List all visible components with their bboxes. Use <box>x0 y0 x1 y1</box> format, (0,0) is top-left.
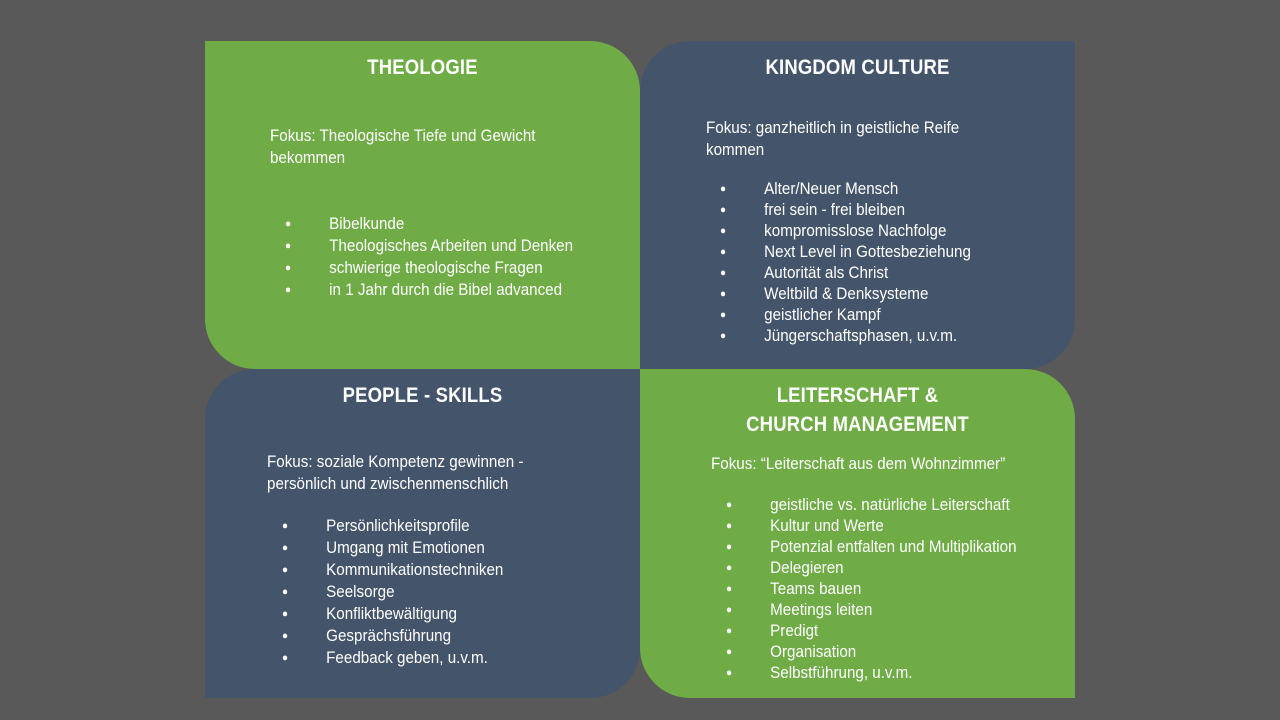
list-item: Next Level in Gottesbeziehung <box>720 242 971 263</box>
quadrant-people-skills: PEOPLE - SKILLS Fokus: soziale Kompetenz… <box>205 369 640 698</box>
list-item: Bibelkunde <box>285 213 573 235</box>
quadrant-title: LEITERSCHAFT & <box>776 384 939 407</box>
list-item: Persönlichkeitsprofile <box>282 515 503 537</box>
list-item: in 1 Jahr durch die Bibel advanced <box>285 279 573 301</box>
list-item: Potenzial entfalten und Multiplikation <box>726 537 1017 558</box>
topic-list: Persönlichkeitsprofile Umgang mit Emotio… <box>282 515 503 669</box>
list-item: Theologisches Arbeiten und Denken <box>285 235 573 257</box>
fokus-line: Fokus: ganzheitlich in geistliche Reife <box>706 119 960 137</box>
list-item: Weltbild & Denksysteme <box>720 284 971 305</box>
quadrant-title: KINGDOM CULTURE <box>765 56 950 79</box>
fokus-text: Fokus: Theologische Tiefe und Gewicht be… <box>270 125 536 169</box>
fokus-text: Fokus: ganzheitlich in geistliche Reife … <box>706 117 959 161</box>
list-item: Predigt <box>726 621 1017 642</box>
list-item: frei sein - frei bleiben <box>720 200 971 221</box>
list-item: Umgang mit Emotionen <box>282 537 503 559</box>
quadrant-leiterschaft: LEITERSCHAFT & CHURCH MANAGEMENT Fokus: … <box>640 369 1075 698</box>
list-item: Jüngerschaftsphasen, u.v.m. <box>720 326 971 347</box>
quadrant-kingdom-culture: KINGDOM CULTURE Fokus: ganzheitlich in g… <box>640 41 1075 369</box>
fokus-text: Fokus: “Leiterschaft aus dem Wohnzimmer” <box>711 453 1005 475</box>
list-item: Kultur und Werte <box>726 516 1017 537</box>
topic-list: Alter/Neuer Mensch frei sein - frei blei… <box>720 179 971 347</box>
list-item: schwierige theologische Fragen <box>285 257 573 279</box>
quadrant-title: PEOPLE - SKILLS <box>342 384 503 407</box>
fokus-line: kommen <box>706 141 765 159</box>
quadrant-title: CHURCH MANAGEMENT <box>746 413 969 436</box>
list-item: Autorität als Christ <box>720 263 971 284</box>
list-item: kompromisslose Nachfolge <box>720 221 971 242</box>
fokus-line: Fokus: soziale Kompetenz gewinnen - <box>267 453 524 471</box>
list-item: Gesprächsführung <box>282 625 503 647</box>
list-item: Konfliktbewältigung <box>282 603 503 625</box>
list-item: Kommunikationstechniken <box>282 559 503 581</box>
fokus-line: Fokus: “Leiterschaft aus dem Wohnzimmer” <box>711 455 1006 473</box>
quadrant-title: THEOLOGIE <box>367 56 478 79</box>
list-item: geistlicher Kampf <box>720 305 971 326</box>
list-item: Selbstführung, u.v.m. <box>726 663 1017 684</box>
fokus-line: Fokus: Theologische Tiefe und Gewicht <box>270 127 536 145</box>
list-item: Meetings leiten <box>726 600 1017 621</box>
fokus-line: persönlich und zwischenmenschlich <box>267 475 509 493</box>
topic-list: Bibelkunde Theologisches Arbeiten und De… <box>285 213 573 301</box>
list-item: Organisation <box>726 642 1017 663</box>
list-item: Seelsorge <box>282 581 503 603</box>
fokus-text: Fokus: soziale Kompetenz gewinnen - pers… <box>267 451 524 495</box>
list-item: Feedback geben, u.v.m. <box>282 647 503 669</box>
topic-list: geistliche vs. natürliche Leiterschaft K… <box>726 495 1017 684</box>
list-item: Delegieren <box>726 558 1017 579</box>
list-item: Alter/Neuer Mensch <box>720 179 971 200</box>
list-item: geistliche vs. natürliche Leiterschaft <box>726 495 1017 516</box>
list-item: Teams bauen <box>726 579 1017 600</box>
quadrant-theologie: THEOLOGIE Fokus: Theologische Tiefe und … <box>205 41 640 369</box>
fokus-line: bekommen <box>270 149 346 167</box>
